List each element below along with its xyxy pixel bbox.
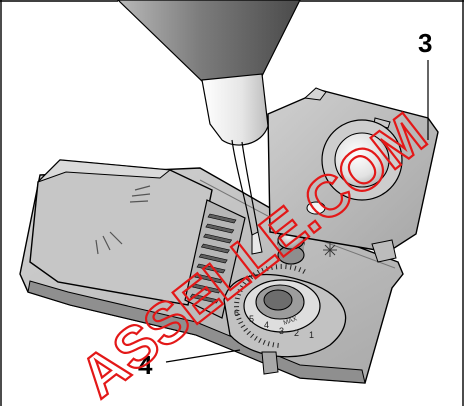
dial-number: 2 xyxy=(294,328,299,338)
callout-3: 3 xyxy=(418,28,432,140)
dial-number: 4 xyxy=(264,320,269,330)
dial-tick xyxy=(258,338,262,343)
dial-tick xyxy=(243,327,248,332)
dial-tick xyxy=(252,272,257,277)
dial-tick xyxy=(235,293,242,296)
dial-tick xyxy=(262,339,266,345)
grille-slot xyxy=(189,293,219,304)
dial-tick xyxy=(234,297,240,300)
grille xyxy=(184,199,246,319)
rinse-aid-bottle xyxy=(117,0,301,255)
grille-slot xyxy=(196,263,226,274)
grille-slot xyxy=(198,253,228,264)
dial-tick xyxy=(289,264,292,270)
dial-tick xyxy=(246,330,251,335)
indicator-star xyxy=(323,243,337,257)
dial-tick xyxy=(242,281,248,286)
dial-max-label: MAX xyxy=(283,315,299,327)
callout-3-number: 3 xyxy=(418,28,432,58)
dial-number: 5 xyxy=(249,314,254,324)
dial-tick xyxy=(254,336,258,341)
dial-tick xyxy=(265,266,269,272)
dial-tick xyxy=(294,265,297,271)
dial-tick xyxy=(277,342,279,348)
dial-tick xyxy=(256,269,261,275)
dial-number: 6 xyxy=(234,308,239,318)
dial-tick xyxy=(240,324,246,329)
dial-tick xyxy=(234,310,240,312)
dial-number: 3 xyxy=(279,326,284,336)
dial-tick xyxy=(270,264,273,271)
grille-slot xyxy=(200,243,230,254)
dial-tick xyxy=(285,264,287,270)
dial-tick xyxy=(234,301,240,304)
dial-tick xyxy=(245,278,250,283)
dial-tick xyxy=(239,285,245,289)
dial-tick xyxy=(235,313,241,316)
grille-slot xyxy=(192,283,222,294)
dispenser-lid xyxy=(267,87,439,263)
grille-slot xyxy=(207,213,237,224)
dial-tick xyxy=(261,267,265,273)
dial-tick xyxy=(267,341,270,347)
callout-4-number: 4 xyxy=(138,350,153,380)
dial-tick xyxy=(248,274,254,280)
dial-tick xyxy=(237,289,243,292)
grille-slot xyxy=(194,273,224,284)
dial-tick xyxy=(275,264,278,270)
dial-tick xyxy=(236,317,242,321)
grille-slot xyxy=(205,223,235,234)
dial-tick xyxy=(238,321,244,325)
dial-tick xyxy=(298,267,302,273)
dial-tick xyxy=(302,269,306,274)
dial-tick xyxy=(250,333,255,339)
callout-4: 4 xyxy=(138,349,241,380)
grille-slot xyxy=(203,233,233,244)
dial-number: 1 xyxy=(309,330,314,340)
detergent-cover xyxy=(29,159,213,306)
dial-tick xyxy=(272,342,275,348)
